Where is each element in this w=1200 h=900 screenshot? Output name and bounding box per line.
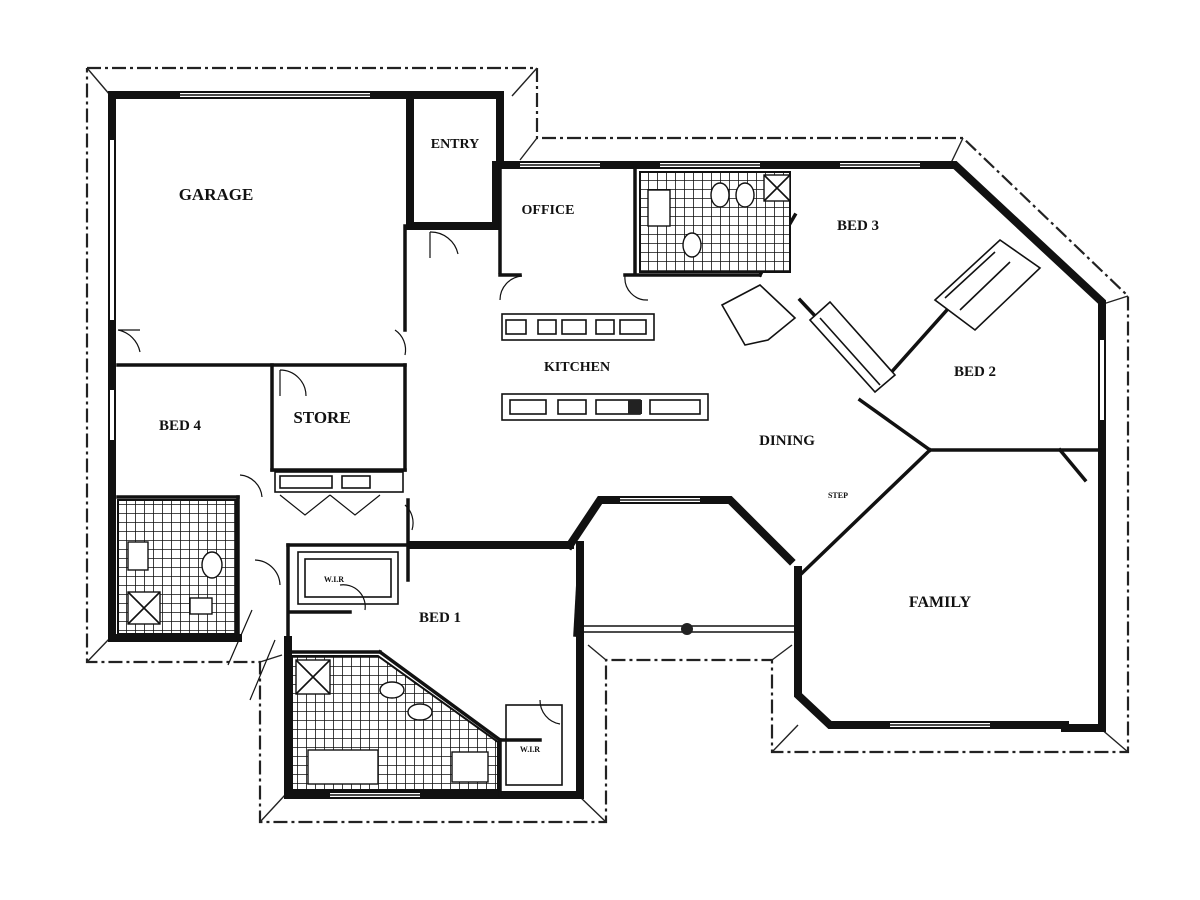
room-labels: GARAGE ENTRY OFFICE BED 3 KITCHEN BED 2 … bbox=[159, 137, 996, 754]
ensuite-bathroom bbox=[291, 655, 499, 791]
label-bed1: BED 1 bbox=[419, 610, 461, 626]
label-garage: GARAGE bbox=[179, 185, 254, 204]
patio-line bbox=[580, 623, 795, 635]
main-bathroom bbox=[639, 171, 791, 273]
doors bbox=[117, 231, 649, 725]
bed4-bathroom bbox=[117, 499, 237, 635]
label-kitchen: KITCHEN bbox=[544, 360, 610, 375]
kitchen-benches bbox=[501, 313, 709, 421]
label-bed4: BED 4 bbox=[159, 418, 202, 434]
store-shelves bbox=[274, 471, 404, 493]
robes bbox=[720, 238, 1042, 394]
label-office: OFFICE bbox=[522, 203, 575, 218]
wir-shelves bbox=[297, 551, 563, 786]
window-frames bbox=[180, 94, 990, 796]
label-store: STORE bbox=[293, 408, 350, 427]
label-family: FAMILY bbox=[909, 594, 972, 611]
label-bed3: BED 3 bbox=[837, 218, 879, 234]
label-entry: ENTRY bbox=[431, 137, 480, 152]
interior-walls bbox=[116, 93, 1102, 797]
label-bed2: BED 2 bbox=[954, 364, 996, 380]
label-dining: DINING bbox=[759, 433, 815, 449]
label-wir2: W.I.R bbox=[520, 745, 540, 754]
label-wir1: W.I.R bbox=[324, 575, 344, 584]
label-step: STEP bbox=[828, 491, 848, 500]
